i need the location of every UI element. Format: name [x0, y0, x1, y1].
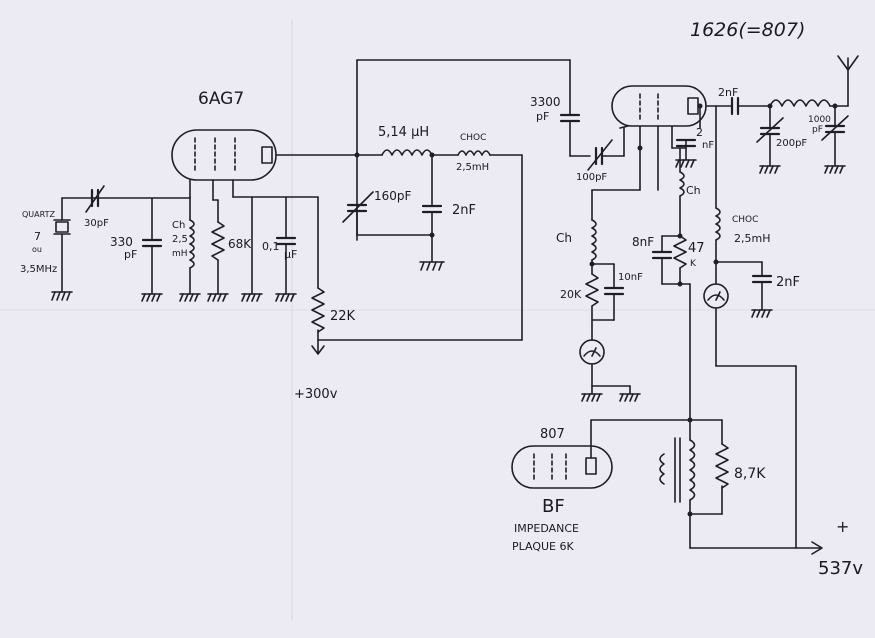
label-22k: 22K — [330, 309, 356, 324]
capacitor-2nf-plate — [751, 274, 773, 284]
label-2nf-screen: 2 — [696, 126, 703, 139]
inductor-screen-choke — [679, 171, 685, 197]
tube-807-note-2: PLAQUE 6K — [512, 540, 575, 553]
ground-200pf — [759, 165, 781, 174]
ground-tank — [419, 261, 445, 271]
capacitor-8nf — [651, 250, 673, 260]
label-2nf-plate: 2nF — [776, 275, 800, 290]
crystal-freq-1: 7 — [34, 230, 41, 243]
crystal-tag: QUARTZ — [22, 210, 55, 219]
ground-screen — [675, 159, 697, 168]
label-200pf: 200pF — [776, 138, 807, 149]
capacitor-2nf-coupling — [730, 96, 740, 116]
label-ch-val: 2,5 — [172, 234, 188, 245]
meter-plate-icon — [703, 283, 729, 309]
capacitor-330pf — [141, 238, 163, 248]
label-5-14uh: 5,14 μH — [378, 125, 429, 140]
label-0-1-unit: μF — [284, 248, 297, 261]
arrow-537v — [811, 541, 823, 555]
ground-grid — [581, 393, 641, 402]
capacitor-100pf — [587, 139, 613, 171]
label-2nf-screen-unit: nF — [702, 140, 714, 151]
inductor-plate-choke — [715, 207, 721, 241]
label-ch-unit: mH — [172, 249, 188, 259]
label-choc-1-val: 2,5mH — [456, 162, 489, 173]
label-330-unit: pF — [124, 248, 137, 261]
label-plus: + — [836, 517, 849, 536]
label-2nf-top: 2nF — [718, 86, 738, 99]
label-1000-unit: pF — [812, 125, 823, 135]
label-100pf: 100pF — [576, 172, 607, 183]
antenna-icon — [837, 55, 859, 71]
label-330: 330 — [110, 235, 133, 249]
resistor-8-7k — [715, 443, 729, 489]
crystal-freq-or: ou — [32, 245, 42, 254]
arrow-300v — [311, 345, 325, 355]
label-choc-2: CHOC — [732, 215, 758, 225]
ground-plate — [751, 309, 773, 318]
resistor-20k — [585, 273, 599, 307]
label-choc-2-val: 2,5mH — [734, 232, 770, 245]
title-text: 1626(=807) — [690, 19, 805, 41]
label-8nf: 8nF — [632, 235, 654, 249]
tube-1626 — [611, 85, 707, 129]
ground-symbols — [141, 293, 297, 302]
label-choc-1: CHOC — [460, 133, 486, 143]
label-3300-unit: pF — [536, 110, 549, 123]
capacitor-10nf — [603, 286, 625, 296]
resistor-68k — [211, 221, 225, 261]
meter-grid-icon — [579, 339, 605, 365]
capacitor-160pf — [342, 191, 374, 223]
capacitor-2nf-tank — [421, 204, 443, 214]
tube-807-note-1: IMPEDANCE — [514, 522, 579, 535]
label-47: 47 — [688, 241, 705, 256]
inductor-grid-choke — [189, 219, 195, 269]
label-8-7k: 8,7K — [734, 466, 766, 482]
label-ch-grid: Ch — [556, 231, 572, 245]
ground-1000pf — [824, 165, 846, 174]
tube-807 — [511, 445, 613, 489]
label-30pf: 30pF — [84, 218, 109, 229]
crystal-freq-2: 3,5MHz — [20, 264, 57, 275]
label-2nf-tank: 2nF — [452, 203, 476, 218]
label-1000: 1000 — [808, 115, 831, 125]
label-ch-screen: Ch — [686, 184, 701, 197]
resistor-47k — [673, 235, 687, 269]
inductor-5-14uh — [381, 149, 433, 156]
label-20k: 20K — [560, 288, 582, 301]
label-537v: 537v — [818, 558, 863, 579]
inductor-grid-choke-pa — [591, 219, 597, 261]
label-0-1: 0,1 — [262, 240, 280, 253]
tube-807-label: 807 — [540, 427, 565, 442]
label-300v: +300v — [294, 387, 338, 402]
label-47-unit: K — [690, 259, 697, 269]
tube-6ag7-label: 6AG7 — [198, 89, 244, 109]
tube-807-sub: BF — [542, 496, 565, 517]
transformer-primary — [659, 453, 665, 485]
tube-6ag7 — [171, 129, 358, 201]
transformer-secondary — [689, 439, 696, 501]
capacitor-2nf-screen — [675, 138, 697, 148]
capacitor-3300pf — [559, 113, 581, 123]
inductor-pi-tank — [769, 99, 831, 107]
label-68k: 68K — [228, 237, 252, 251]
label-3300: 3300 — [530, 95, 561, 109]
label-ch: Ch — [172, 220, 185, 231]
inductor-choc-1 — [457, 150, 491, 156]
crystal-symbol — [51, 197, 73, 301]
capacitor-30pf — [85, 185, 105, 213]
label-160pf: 160pF — [374, 189, 412, 203]
label-10nf: 10nF — [618, 272, 643, 283]
resistor-22k — [311, 287, 325, 333]
